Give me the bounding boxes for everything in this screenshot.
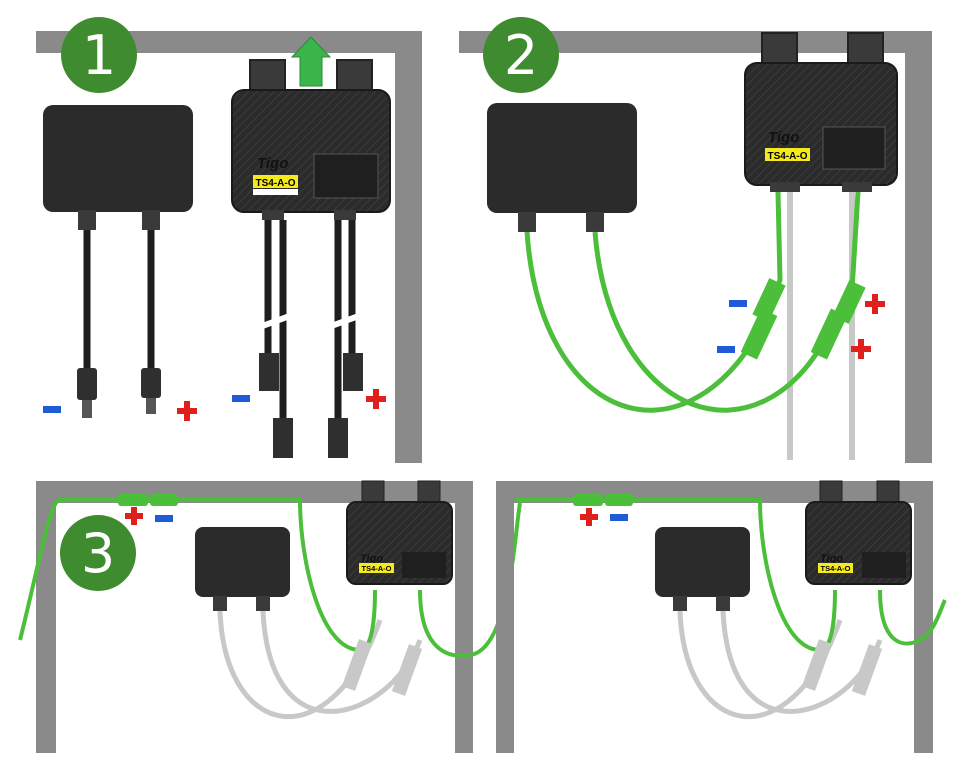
minus-sign-icon xyxy=(717,346,735,353)
grey-cables xyxy=(677,610,883,719)
plus-sign-icon xyxy=(177,401,197,421)
junction-box xyxy=(487,103,637,232)
optimizer-brand: Tigo xyxy=(820,553,843,565)
optimizer-brand: Tigo xyxy=(257,155,288,172)
panel-step-3-left: 3 Tigo TS4-A-O xyxy=(18,480,522,753)
minus-sign-icon xyxy=(43,406,61,413)
step-badge-3: 3 xyxy=(60,515,136,591)
mc4-connector-plus xyxy=(141,368,161,414)
plus-sign-icon xyxy=(125,507,143,525)
grey-cables xyxy=(217,610,423,719)
plus-sign-icon xyxy=(366,389,386,409)
grey-cables xyxy=(787,192,855,460)
tigo-optimizer: Tigo TS4-A-O xyxy=(231,59,391,220)
junction-box xyxy=(43,105,193,230)
optimizer-brand: Tigo xyxy=(768,129,799,146)
panel-step-1: 1 Tigo xyxy=(36,17,422,463)
junction-box xyxy=(655,527,750,611)
step-badge-2: 2 xyxy=(483,17,559,93)
mc4-connector-minus xyxy=(77,368,97,418)
step-badge-1: 1 xyxy=(61,17,137,93)
up-arrow-icon xyxy=(290,36,332,87)
plus-sign-icon xyxy=(851,339,871,359)
tigo-optimizer: Tigo TS4-A-O xyxy=(346,480,453,585)
grey-connectors xyxy=(801,639,883,696)
step-number-3: 3 xyxy=(81,522,115,585)
green-connectors xyxy=(118,494,178,506)
panel-step-2: 2 Tigo TS4-A-O xyxy=(459,17,932,463)
panel-step-3-right: Tigo TS4-A-O xyxy=(496,480,947,753)
green-connectors xyxy=(573,494,633,506)
minus-sign-icon xyxy=(729,300,747,307)
step-number-2: 2 xyxy=(504,24,538,87)
minus-sign-icon xyxy=(232,395,250,402)
optimizer-brand: Tigo xyxy=(360,553,383,565)
junction-box xyxy=(195,527,290,611)
minus-sign-icon xyxy=(610,514,628,521)
step-number-1: 1 xyxy=(82,24,116,87)
optimizer-model-label: TS4-A-O xyxy=(768,151,808,162)
tigo-optimizer: Tigo TS4-A-O xyxy=(744,32,898,192)
optimizer-model-label: TS4-A-O xyxy=(256,178,296,189)
plus-sign-icon xyxy=(865,294,885,314)
green-connectors xyxy=(740,278,866,360)
tigo-optimizer: Tigo TS4-A-O xyxy=(805,480,912,585)
optimizer-model-label: TS4-A-O xyxy=(821,564,851,573)
grey-connectors xyxy=(341,639,423,696)
green-cables xyxy=(514,498,947,653)
green-cables xyxy=(18,498,522,658)
plus-sign-icon xyxy=(580,508,598,526)
optimizer-model-label: TS4-A-O xyxy=(362,564,392,573)
minus-sign-icon xyxy=(155,515,173,522)
optimizer-connectors xyxy=(259,353,363,458)
green-cables xyxy=(524,191,861,413)
